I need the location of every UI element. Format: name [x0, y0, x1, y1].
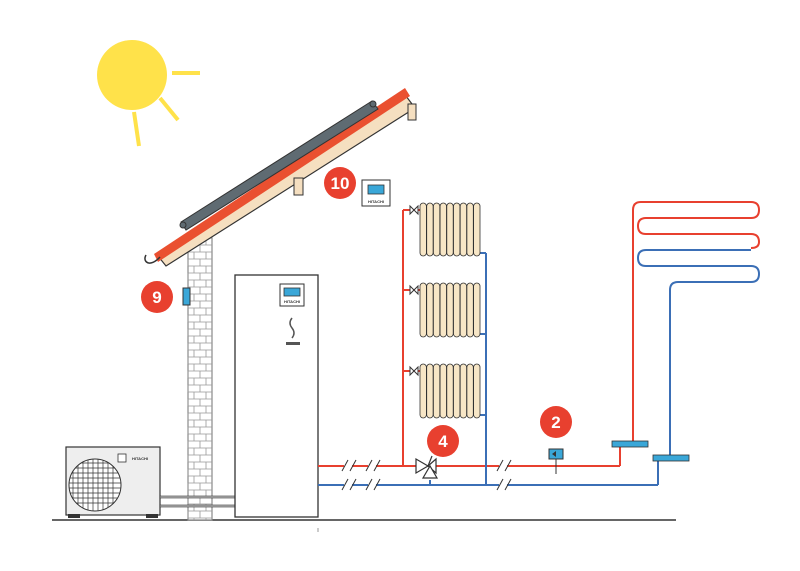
refrigerant-pipe [159, 504, 237, 508]
roof-beam [293, 177, 304, 196]
callout-10-label: 10 [331, 174, 350, 193]
hot-water-pipes [318, 201, 761, 467]
roof [144, 88, 417, 267]
mixing-valve [415, 455, 439, 479]
cold-water-pipes [318, 249, 761, 486]
brick-wall [187, 237, 213, 521]
indoor-unit-brand: HITACHI [284, 299, 300, 304]
callout-4: 4 [427, 425, 459, 457]
outdoor-unit-brand: HITACHI [132, 456, 148, 461]
outdoor-sensor [182, 287, 191, 306]
roof-tiles [154, 88, 410, 262]
sun-icon [97, 40, 200, 147]
indoor-unit: HITACHI [234, 274, 319, 518]
wall-controller-brand: HITACHI [368, 199, 384, 204]
pipe-break-marks [341, 459, 512, 491]
valve-icon [409, 204, 419, 377]
sun-disc [97, 40, 167, 110]
outdoor-unit: HITACHI [65, 446, 161, 518]
pump-icon [548, 448, 564, 474]
roof-beam [407, 103, 417, 121]
callout-2: 2 [540, 406, 572, 438]
callout-10: 10 [324, 167, 356, 199]
refrigerant-pipe [159, 495, 237, 499]
callout-9-label: 9 [152, 288, 161, 307]
radiator [419, 202, 481, 257]
radiator [419, 282, 481, 338]
callout-9: 9 [141, 281, 173, 313]
radiator [419, 363, 481, 419]
sun-ray [132, 111, 141, 147]
controller-icon: HITACHI [361, 179, 391, 207]
radiators [419, 202, 481, 419]
sun-ray [158, 96, 180, 122]
return-manifold [652, 454, 690, 462]
supply-manifold [611, 440, 649, 448]
callout-2-label: 2 [551, 413, 560, 432]
callout-4-label: 4 [438, 432, 448, 451]
gutter [144, 254, 161, 264]
solar-panel [179, 100, 379, 231]
